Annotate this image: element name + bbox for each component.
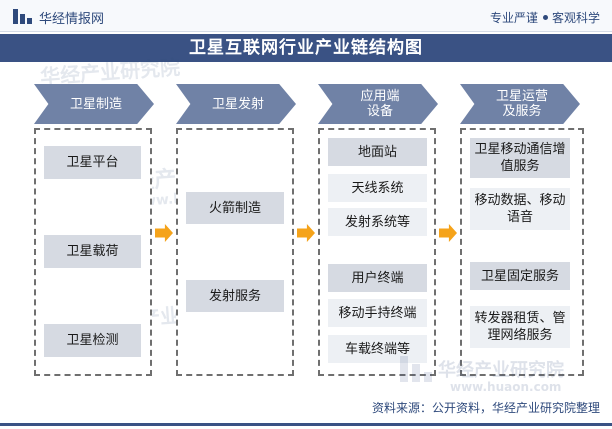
item-vehicle-terminal: 车载终端等: [328, 335, 427, 363]
column-launch: [176, 128, 294, 376]
item-rocket-manufacturing: 火箭制造: [186, 192, 284, 224]
item-satellite-platform: 卫星平台: [44, 146, 141, 179]
item-satellite-payload: 卫星载荷: [44, 235, 141, 268]
flow-arrow-icon: [155, 224, 173, 242]
stage-header-launch: 卫星发射: [176, 84, 296, 124]
flow-arrow-icon: [297, 224, 315, 242]
stage-label: 卫星运营及服务: [495, 89, 548, 119]
item-satellite-testing: 卫星检测: [44, 324, 141, 357]
stage-header-manufacturing: 卫星制造: [34, 84, 154, 124]
stage-label: 卫星发射: [211, 96, 264, 112]
item-launch-service: 发射服务: [186, 280, 284, 312]
header-bar: 华经情报网 专业严谨客观科学: [0, 0, 612, 32]
item-transmitting-system: 发射系统等: [328, 208, 427, 236]
dot-icon: [542, 15, 548, 20]
group-ground-station: 地面站: [328, 138, 427, 166]
group-mobile-value-added: 卫星移动通信增值服务: [470, 138, 570, 178]
tagline-left: 专业严谨: [489, 11, 538, 25]
bottom-rule: [0, 423, 612, 426]
item-transponder-leasing: 转发器租赁、管理网络服务: [470, 306, 570, 348]
watermark-url-bottom: www.huaon.com: [450, 380, 562, 394]
watermark-cn-bottom: 华经产业研究院: [438, 360, 564, 381]
source-note: 资料来源：公开资料，华经产业研究院整理: [371, 401, 600, 415]
item-handheld-terminal: 移动手持终端: [328, 299, 427, 327]
item-mobile-data-voice: 移动数据、移动语音: [470, 188, 570, 230]
stage-label: 卫星制造: [69, 96, 122, 112]
stage-header-operation: 卫星运营及服务: [460, 84, 580, 124]
watermark-logo-icon: [400, 356, 434, 382]
flow-arrow-icon: [439, 224, 457, 242]
diagram-title: 卫星互联网行业产业链结构图: [0, 34, 612, 62]
item-antenna-system: 天线系统: [328, 174, 427, 202]
tagline: 专业严谨客观科学: [490, 9, 600, 26]
stage-header-equipment: 应用端设备: [318, 84, 438, 124]
group-user-terminal: 用户终端: [328, 264, 427, 292]
stage-label: 应用端设备: [360, 89, 400, 119]
logo-icon: [13, 9, 33, 24]
tagline-right: 客观科学: [551, 11, 600, 25]
brand-name: 华经情报网: [39, 12, 105, 27]
column-equipment: [318, 128, 436, 376]
group-fixed-service: 卫星固定服务: [470, 262, 570, 290]
